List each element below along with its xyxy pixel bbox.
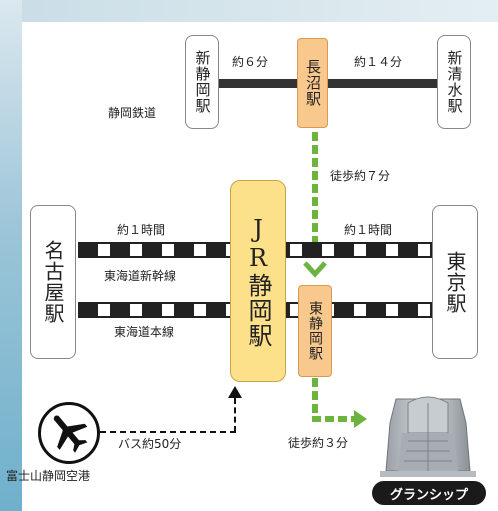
shizuoka-railway-line xyxy=(218,79,440,88)
line-label-shizuoka-railway: 静岡鉄道 xyxy=(108,106,157,120)
granship-badge: グランシップ xyxy=(372,481,486,505)
station-label: 新静岡駅 xyxy=(193,50,212,114)
walk-path-granship-horizontal xyxy=(312,416,354,422)
station-label: JR静岡駅 xyxy=(244,214,272,348)
line-label-tokaido-main: 東海道本線 xyxy=(114,325,175,339)
station-naganuma: 長沼駅 xyxy=(297,38,328,128)
station-label: 東静岡駅 xyxy=(307,301,323,361)
station-label: 東京駅 xyxy=(443,250,467,314)
station-jr-shizuoka: JR静岡駅 xyxy=(230,180,286,382)
walk-path-granship-vertical xyxy=(312,378,318,420)
bus-route-vertical xyxy=(234,398,236,432)
granship-building-icon xyxy=(380,396,476,477)
time-naganuma-shin-shimizu: 約１４分 xyxy=(354,55,403,69)
walk-path-naganuma xyxy=(312,132,318,252)
station-label: 新清水駅 xyxy=(445,50,464,114)
line-label-tokaido-shinkansen: 東海道新幹線 xyxy=(104,269,177,283)
walk-time-naganuma: 徒歩約７分 xyxy=(330,169,391,183)
station-shin-shizuoka: 新静岡駅 xyxy=(185,35,219,129)
time-shin-shizuoka-naganuma: 約６分 xyxy=(232,55,269,69)
station-higashi-shizuoka: 東静岡駅 xyxy=(298,285,332,377)
time-nagoya: 約１時間 xyxy=(117,223,166,237)
station-nagoya: 名古屋駅 xyxy=(30,205,76,359)
bus-arrow-up-icon xyxy=(228,386,242,398)
background-left-strip xyxy=(0,0,22,511)
walk-arrow-right-icon xyxy=(354,410,367,428)
station-label: 名古屋駅 xyxy=(41,240,65,324)
airplane-icon xyxy=(38,402,100,464)
bus-time: バス約50分 xyxy=(118,437,182,451)
station-shin-shimizu: 新清水駅 xyxy=(437,35,471,129)
station-tokyo: 東京駅 xyxy=(432,205,478,359)
walk-arrow-down-icon xyxy=(303,261,327,278)
walk-time-granship: 徒歩約３分 xyxy=(288,436,349,450)
station-label: 長沼駅 xyxy=(304,59,322,107)
airport-label: 富士山静岡空港 xyxy=(6,469,91,483)
background-top-strip xyxy=(0,0,498,22)
bus-route-horizontal xyxy=(100,431,236,433)
time-tokyo: 約１時間 xyxy=(344,223,393,237)
